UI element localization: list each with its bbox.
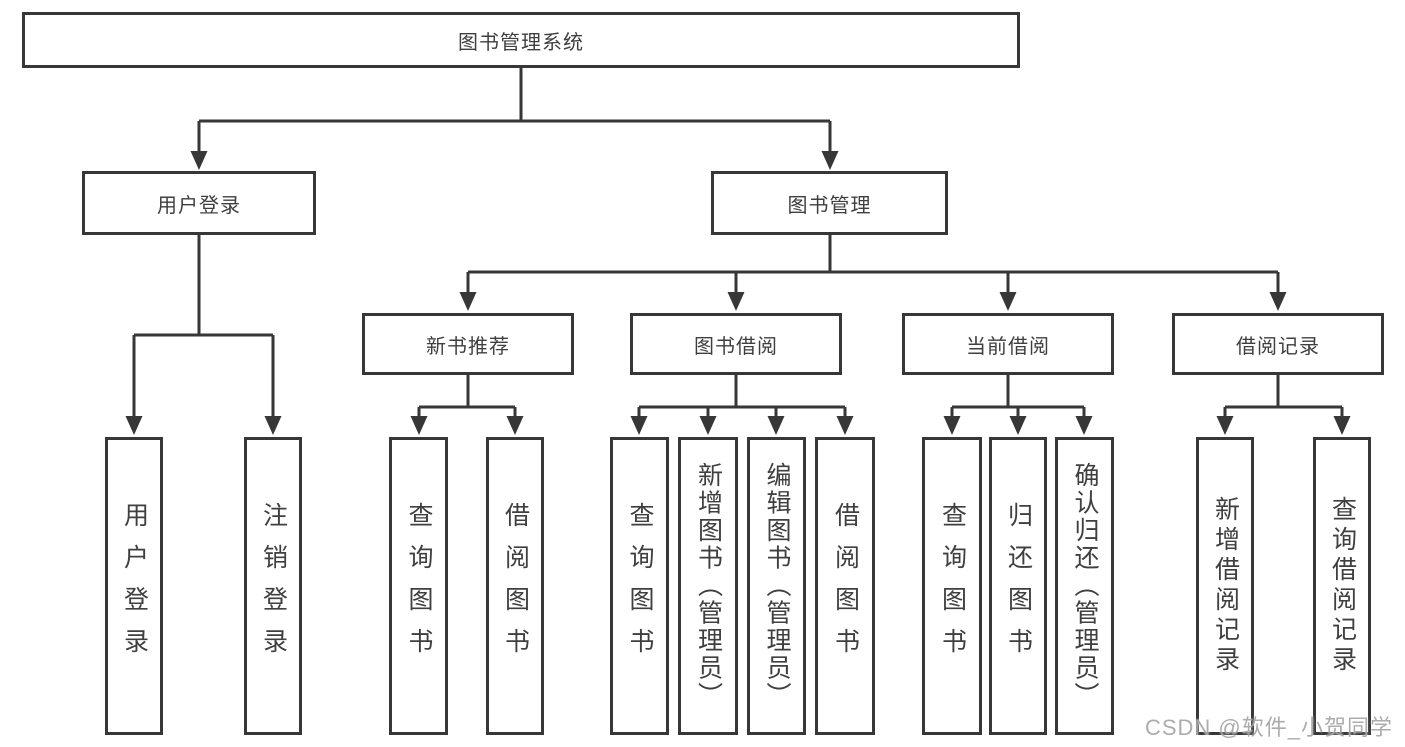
leaf-query-books-current: 查询图书 <box>922 437 982 735</box>
leaf-add-book-admin: 新增图书（管理员） <box>678 437 738 735</box>
leaf-confirm-return-admin: 确认归还（管理员） <box>1055 437 1114 735</box>
leaf-return-books: 归还图书 <box>989 437 1047 735</box>
leaf-query-books-recommend: 查询图书 <box>389 437 448 735</box>
node-borrow-records: 借阅记录 <box>1172 313 1384 375</box>
node-new-book-recommend: 新书推荐 <box>362 313 574 375</box>
leaf-borrow-books: 借阅图书 <box>815 437 875 735</box>
node-book-management: 图书管理 <box>711 171 948 235</box>
csdn-watermark: CSDN @软件_小贺同学 <box>1144 715 1393 740</box>
leaf-add-borrow-record: 新增借阅记录 <box>1196 437 1254 735</box>
node-library-management-system: 图书管理系统 <box>22 12 1020 68</box>
node-user-login: 用户登录 <box>82 171 316 235</box>
leaf-borrow-books-recommend: 借阅图书 <box>486 437 544 735</box>
node-current-borrow: 当前借阅 <box>902 313 1114 375</box>
leaf-user-login: 用户登录 <box>105 437 163 735</box>
leaf-logout: 注销登录 <box>244 437 302 735</box>
node-book-borrow: 图书借阅 <box>630 313 842 375</box>
leaf-query-books-borrow: 查询图书 <box>610 437 669 735</box>
leaf-query-borrow-record: 查询借阅记录 <box>1313 437 1371 735</box>
leaf-edit-book-admin: 编辑图书（管理员） <box>747 437 806 735</box>
